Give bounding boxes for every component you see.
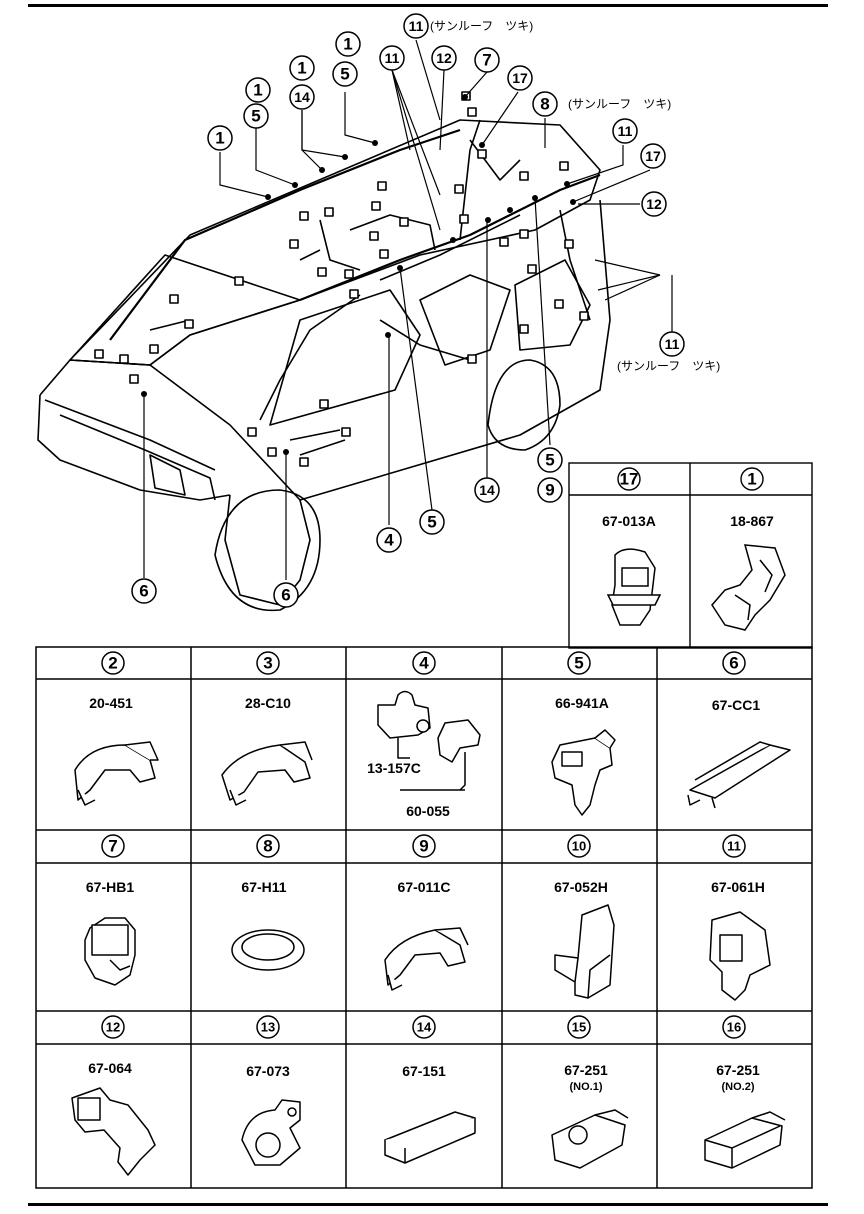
- partno-67-073: 67-073: [246, 1063, 290, 1079]
- clip-18-867-drawing: [711, 544, 786, 631]
- callout-5a: 5: [251, 107, 260, 126]
- grid-ref-3: 3: [263, 654, 272, 673]
- clip-66-941a-drawing: [551, 729, 616, 816]
- partno-66-941a: 66-941A: [555, 695, 609, 711]
- inset-ref-17: 17: [620, 470, 639, 489]
- grid-ref-11: 11: [727, 839, 741, 854]
- callout-5b: 5: [340, 65, 349, 84]
- grid-ref-6: 6: [729, 654, 738, 673]
- grid-ref-2: 2: [108, 654, 117, 673]
- partno-67-251-no1: 67-251: [564, 1062, 608, 1078]
- clip-13-157c-drawing: [377, 690, 481, 791]
- sub-no2: (NO.2): [722, 1081, 755, 1093]
- clip-28-c10-drawing: [221, 741, 313, 806]
- callout-8: 8: [540, 95, 549, 114]
- parts-grid-lines: [35, 646, 813, 1189]
- partno-67-hb1: 67-HB1: [86, 879, 134, 895]
- grid-ref-8: 8: [263, 837, 272, 856]
- callout-5d: 5: [427, 513, 436, 532]
- clip-20-451-drawing: [74, 741, 159, 806]
- clip-67-013a-drawing: [606, 548, 662, 626]
- clip-67-052h-drawing: [554, 904, 615, 999]
- callout-1b: 1: [297, 59, 306, 78]
- grid-ref-7: 7: [108, 837, 117, 856]
- inset-ref-1: 1: [747, 470, 756, 489]
- callout-12b: 12: [646, 196, 662, 212]
- partno-28-c10: 28-C10: [245, 695, 291, 711]
- leader-lines: [143, 39, 673, 580]
- clip-67-hb1-drawing: [84, 917, 136, 986]
- clip-67-011c-drawing: [384, 927, 469, 991]
- callout-1c: 1: [253, 81, 262, 100]
- callout-group: [131, 13, 685, 608]
- clip-67-cc1-drawing: [687, 741, 791, 809]
- inset-partno-17: 67-013A: [602, 513, 656, 529]
- clip-67-064-drawing: [71, 1087, 156, 1176]
- clip-67-151-drawing: [384, 1111, 476, 1164]
- callout-17b: 17: [645, 148, 661, 164]
- clip-67-251-no1-drawing: [551, 1109, 629, 1169]
- clip-67-h11-drawing: [231, 929, 305, 971]
- callout-6a: 6: [139, 582, 148, 601]
- callout-12a: 12: [436, 50, 452, 66]
- grid-ref-13: 13: [261, 1020, 275, 1035]
- sunroof-note-3: (サンルーフ ツキ): [617, 359, 720, 373]
- partno-20-451: 20-451: [89, 695, 133, 711]
- callout-7: 7: [482, 51, 491, 70]
- callout-11d: 11: [665, 336, 680, 352]
- bottom-border: [28, 1203, 828, 1206]
- partno-13-157c: 13-157C: [367, 760, 421, 776]
- partno-67-052h: 67-052H: [554, 879, 608, 895]
- callout-11a: 11: [409, 18, 424, 34]
- vehicle-illustration: [37, 91, 611, 612]
- callout-5c: 5: [545, 451, 554, 470]
- grid-ref-15: 15: [572, 1020, 586, 1035]
- inset-partno-1: 18-867: [730, 513, 774, 529]
- partno-67-061h: 67-061H: [711, 879, 765, 895]
- partno-67-h11: 67-H11: [241, 879, 286, 895]
- grid-ref-14: 14: [417, 1020, 432, 1035]
- partno-67-011c: 67-011C: [398, 879, 451, 895]
- callout-14a: 14: [294, 89, 310, 105]
- sunroof-note-2: (サンルーフ ツキ): [568, 97, 671, 111]
- callout-17a: 17: [512, 70, 528, 86]
- sunroof-note-1: (サンルーフ ツキ): [430, 19, 533, 33]
- callout-14b: 14: [479, 482, 495, 498]
- grid-ref-5: 5: [574, 654, 583, 673]
- callout-6b: 6: [281, 586, 290, 605]
- callout-9: 9: [545, 481, 554, 500]
- callout-4: 4: [384, 531, 394, 550]
- clip-67-073-drawing: [241, 1099, 301, 1166]
- callout-11c: 11: [618, 123, 633, 139]
- grid-ref-10: 10: [572, 839, 586, 854]
- grid-ref-4: 4: [419, 654, 429, 673]
- inset-table: [568, 462, 813, 649]
- partno-67-064: 67-064: [88, 1060, 132, 1076]
- clip-67-251-no2-drawing: [704, 1111, 786, 1169]
- partno-67-251-no2: 67-251: [716, 1062, 760, 1078]
- sub-no1: (NO.1): [570, 1081, 603, 1093]
- grid-ref-9: 9: [419, 837, 428, 856]
- grid-ref-12: 12: [106, 1020, 120, 1035]
- partno-67-cc1: 67-CC1: [712, 697, 760, 713]
- callout-11b: 11: [385, 50, 400, 66]
- partno-60-055: 60-055: [406, 803, 450, 819]
- grid-header-circles: [101, 651, 746, 1039]
- grid-ref-16: 16: [727, 1020, 741, 1035]
- partno-67-151: 67-151: [402, 1063, 446, 1079]
- callout-1d: 1: [215, 129, 224, 148]
- callout-1a: 1: [343, 35, 352, 54]
- clip-67-061h-drawing: [709, 911, 771, 1001]
- top-border: [28, 4, 828, 7]
